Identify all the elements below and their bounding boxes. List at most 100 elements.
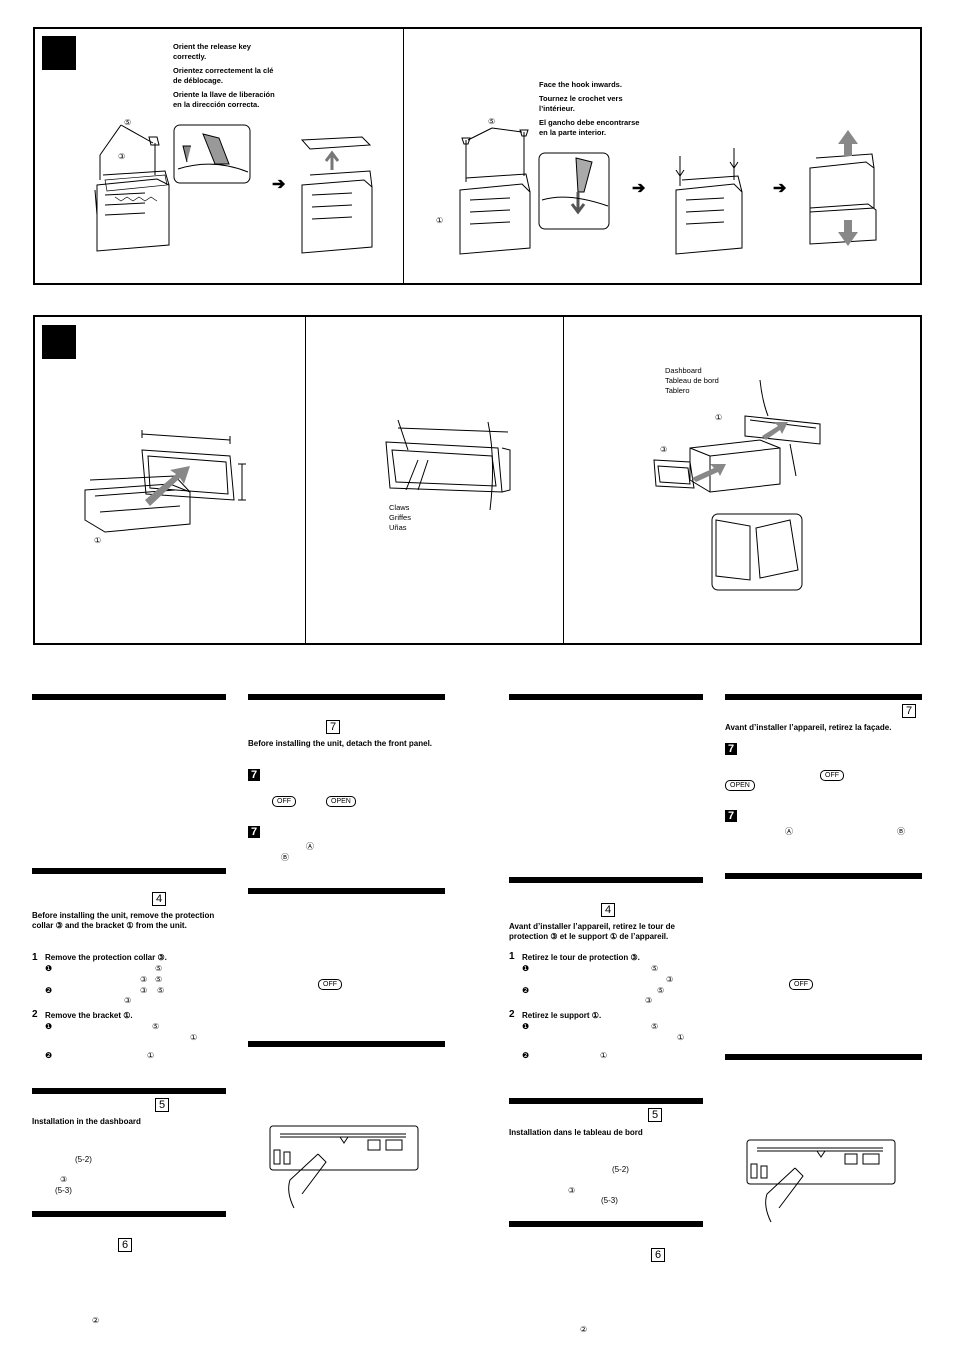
- col1-section-6-badge: 6: [118, 1238, 132, 1252]
- col4-front-panel-reset-illustration: [746, 1139, 896, 1223]
- col2-front-panel-reset-illustration: [269, 1125, 419, 1209]
- col4-off-button-2: OFF: [789, 979, 813, 990]
- hook-note-fr: Tournez le crochet vers l’intérieur.: [539, 94, 623, 113]
- col1-step-2a-1: ①: [190, 1033, 198, 1042]
- col3-step-2a-1: ①: [677, 1033, 685, 1042]
- col1-rule-2: [32, 868, 226, 874]
- figure-5-box: [33, 315, 922, 645]
- unit-separated-illustration: [809, 130, 877, 246]
- col4-label-a: Ⓐ: [785, 827, 793, 836]
- col1-step-2-a: ❶: [45, 1022, 53, 1031]
- col1-step-1a-5: ⑤: [155, 964, 163, 973]
- arrow-2: ➔: [632, 180, 646, 197]
- col3-step-1b-3: ③: [645, 996, 653, 1005]
- label-5-left: ⑤: [124, 118, 132, 127]
- figure-5-divider-1: [305, 316, 306, 644]
- hook-note: Face the hook inwards. Tournez le croche…: [539, 80, 644, 142]
- col1-step-1-b: ❷: [45, 986, 53, 995]
- col1-rule-3: [32, 1088, 226, 1094]
- hook-note-es: El gancho debe encontrarse en la parte i…: [539, 118, 640, 137]
- figure-4-divider: [403, 28, 404, 284]
- col1-ref-2: ②: [92, 1316, 100, 1325]
- claws-installation-illustration: [385, 420, 511, 510]
- col3-step-1a-5: ⑤: [651, 964, 659, 973]
- label-3-dashboard: ③: [660, 445, 668, 454]
- col1-step-2a-5: ⑤: [152, 1022, 160, 1031]
- col3-step-2: Retirez le support ①.: [522, 1011, 602, 1020]
- col3-step-1-a: ❶: [522, 964, 530, 973]
- dashboard-installation-illustration: [653, 380, 821, 591]
- col4-rule-3: [725, 1054, 922, 1060]
- col1-section-4-badge: 4: [152, 892, 166, 906]
- arrow-3: ➔: [773, 180, 787, 197]
- col1-rule-1: [32, 694, 226, 700]
- col3-step-1: Retirez le tour de protection ③.: [522, 953, 640, 962]
- col1-step-2-num: 2: [32, 1009, 38, 1020]
- col1-ref-5-2: (5-2): [75, 1155, 92, 1164]
- col3-step-1b-5: ⑤: [657, 986, 665, 995]
- dashboard-label-es: Tablero: [665, 386, 690, 395]
- col1-rule-4: [32, 1211, 226, 1217]
- unit-with-release-keys-illustration: [94, 124, 170, 252]
- release-key-note-en: Orient the release key correctly.: [173, 42, 251, 61]
- claws-label-es: Uñas: [389, 523, 407, 532]
- unit-with-hooks-illustration: [459, 127, 531, 255]
- col3-rule-2: [509, 877, 703, 883]
- col3-ref-3: ③: [568, 1186, 576, 1195]
- col3-section-5-title: Installation dans le tableau de bord: [509, 1128, 643, 1137]
- col2-section-7-badge: 7: [326, 720, 340, 734]
- col2-rule-3: [248, 1041, 445, 1047]
- col2-label-b: Ⓑ: [281, 853, 289, 862]
- col4-step-b-badge: 7: [725, 810, 737, 822]
- col1-step-1: Remove the protection collar ③.: [45, 953, 167, 962]
- col3-rule-1: [509, 694, 703, 700]
- col3-section-4-intro: Avant d’installer l’appareil, retirez le…: [509, 922, 675, 941]
- col1-section-4-intro: Before installing the unit, remove the p…: [32, 911, 215, 930]
- col1-step-1b-3b: ③: [124, 996, 132, 1005]
- col1-ref-5-3: (5-3): [55, 1186, 72, 1195]
- col4-section-7-intro: Avant d’installer l’appareil, retirez la…: [725, 723, 892, 732]
- col1-step-2: Remove the bracket ①.: [45, 1011, 133, 1020]
- col3-ref-2: ②: [580, 1325, 588, 1334]
- col1-step-2-b: ❷: [45, 1051, 53, 1060]
- label-1-dashboard: ①: [715, 413, 723, 422]
- col4-off-button: OFF: [820, 770, 844, 781]
- claws-label-fr: Griffes: [389, 513, 411, 522]
- col2-rule-2: [248, 888, 445, 894]
- dashboard-label-en: Dashboard: [665, 366, 702, 375]
- col3-step-1a-3: ③: [666, 975, 674, 984]
- col3-rule-4: [509, 1221, 703, 1227]
- col1-section-5-badge: 5: [155, 1098, 169, 1112]
- col1-section-5-title: Installation in the dashboard: [32, 1117, 141, 1126]
- col1-step-1-num: 1: [32, 952, 38, 963]
- col2-step-a-badge: 7: [248, 769, 260, 781]
- hook-note-en: Face the hook inwards.: [539, 80, 622, 89]
- col4-rule-1: [725, 694, 922, 700]
- unit-hooks-pushed-illustration: [675, 148, 743, 255]
- col3-step-2b-1: ①: [600, 1051, 608, 1060]
- col1-step-1a-5b: ⑤: [155, 975, 163, 984]
- dashboard-label: Dashboard Tableau de bord Tablero: [665, 366, 719, 396]
- col1-step-1a-3: ③: [140, 975, 148, 984]
- release-key-note-fr: Orientez correctement la clé de déblocag…: [173, 66, 274, 85]
- label-1-right: ①: [436, 216, 444, 225]
- dashboard-label-fr: Tableau de bord: [665, 376, 719, 385]
- claws-label-en: Claws: [389, 503, 410, 512]
- figure-4-box: [33, 27, 922, 285]
- claws-label: Claws Griffes Uñas: [389, 503, 411, 533]
- col3-rule-3: [509, 1098, 703, 1104]
- figure-5-divider-2: [563, 316, 564, 644]
- col1-step-2b-1: ①: [147, 1051, 155, 1060]
- col2-off-button-2: OFF: [318, 979, 342, 990]
- col3-step-2-b: ❷: [522, 1051, 530, 1060]
- bracket-cutout-illustration: [84, 430, 246, 533]
- col3-step-2a-5: ⑤: [651, 1022, 659, 1031]
- col2-step-b-badge: 7: [248, 826, 260, 838]
- col3-section-5-badge: 5: [648, 1108, 662, 1122]
- col1-ref-3: ③: [60, 1175, 68, 1184]
- unit-without-collar-illustration: [300, 136, 373, 254]
- col2-open-button: OPEN: [326, 796, 356, 807]
- col3-step-1-b: ❷: [522, 986, 530, 995]
- release-key-detail-illustration: [173, 124, 251, 184]
- label-3-left: ③: [118, 152, 126, 161]
